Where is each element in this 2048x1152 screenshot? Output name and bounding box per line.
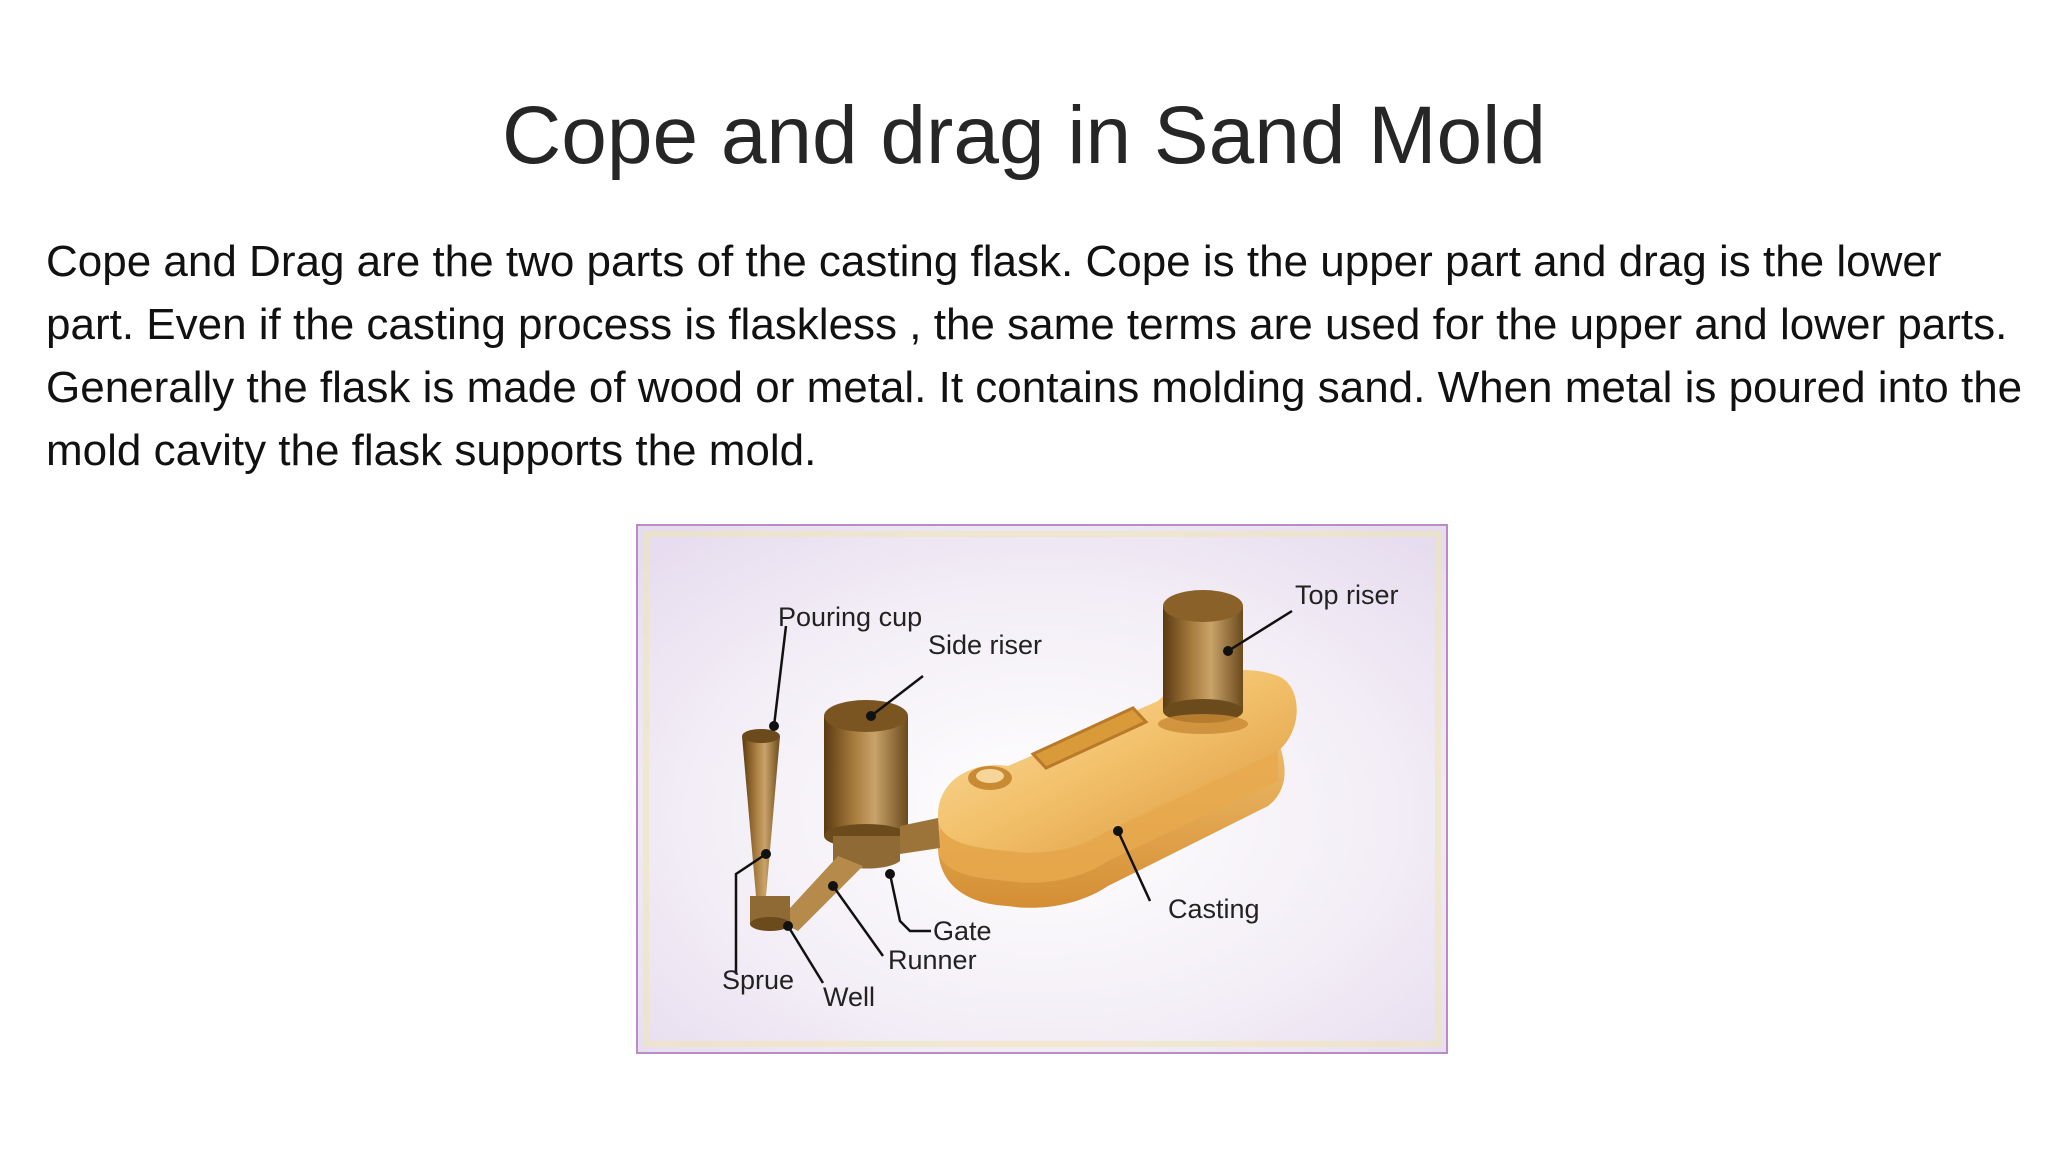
gating-system-illustration: Pouring cup Side riser Top riser Casting…: [638, 526, 1446, 1052]
slide-paragraph: Cope and Drag are the two parts of the c…: [46, 237, 2023, 475]
label-casting: Casting: [1168, 894, 1260, 924]
side-riser-shape: [824, 700, 908, 869]
sand-mold-diagram: Pouring cup Side riser Top riser Casting…: [636, 524, 1448, 1054]
label-pouring-cup: Pouring cup: [778, 602, 922, 632]
label-gate: Gate: [933, 916, 992, 946]
label-sprue: Sprue: [722, 965, 794, 995]
leader-dots: [761, 646, 1233, 931]
sprue-shape: [742, 729, 790, 931]
label-well: Well: [823, 982, 875, 1012]
slide-title: Cope and drag in Sand Mold: [502, 90, 1546, 181]
top-riser-shape: [1158, 590, 1248, 734]
leader-lines: [734, 609, 1293, 984]
label-runner: Runner: [888, 945, 977, 975]
label-side-riser: Side riser: [928, 630, 1042, 660]
label-top-riser: Top riser: [1295, 580, 1399, 610]
runner-shape: [778, 818, 940, 931]
